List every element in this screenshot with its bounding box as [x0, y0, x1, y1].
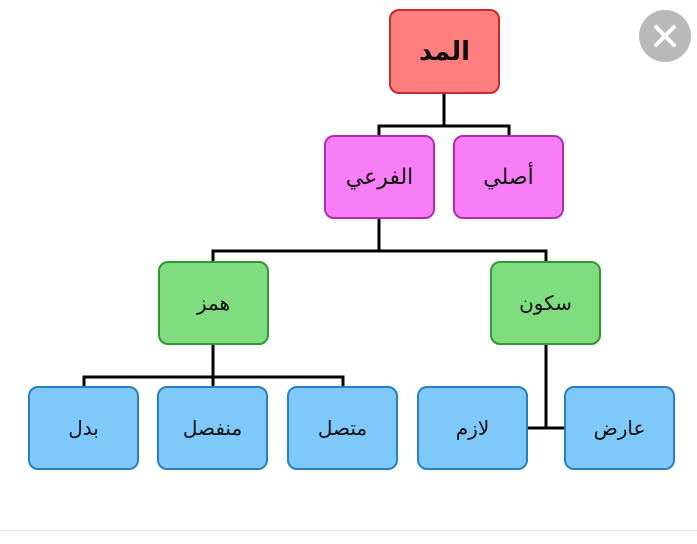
node-madd-label: المد	[418, 36, 471, 67]
node-asli-label: أصلي	[483, 164, 534, 190]
node-farei: الفرعي	[324, 135, 435, 219]
close-icon	[654, 25, 676, 47]
node-lazim-label: لازم	[455, 416, 490, 440]
node-munfasil: منفصل	[157, 386, 268, 470]
node-lazim: لازم	[417, 386, 528, 470]
node-hamz-label: همز	[196, 291, 231, 315]
node-sukun: سكون	[490, 261, 601, 345]
node-arid: عارض	[564, 386, 675, 470]
divider	[0, 530, 697, 531]
node-farei-label: الفرعي	[345, 164, 414, 190]
node-sukun-label: سكون	[519, 291, 572, 315]
node-madd: المد	[389, 9, 500, 94]
node-mutasil: متصل	[287, 386, 398, 470]
node-arid-label: عارض	[593, 416, 646, 440]
node-mutasil-label: متصل	[317, 416, 368, 440]
node-badal-label: بدل	[68, 416, 99, 440]
node-hamz: همز	[158, 261, 269, 345]
node-badal: بدل	[28, 386, 139, 470]
node-asli: أصلي	[453, 135, 564, 219]
node-munfasil-label: منفصل	[182, 416, 243, 440]
close-button[interactable]	[639, 10, 691, 62]
